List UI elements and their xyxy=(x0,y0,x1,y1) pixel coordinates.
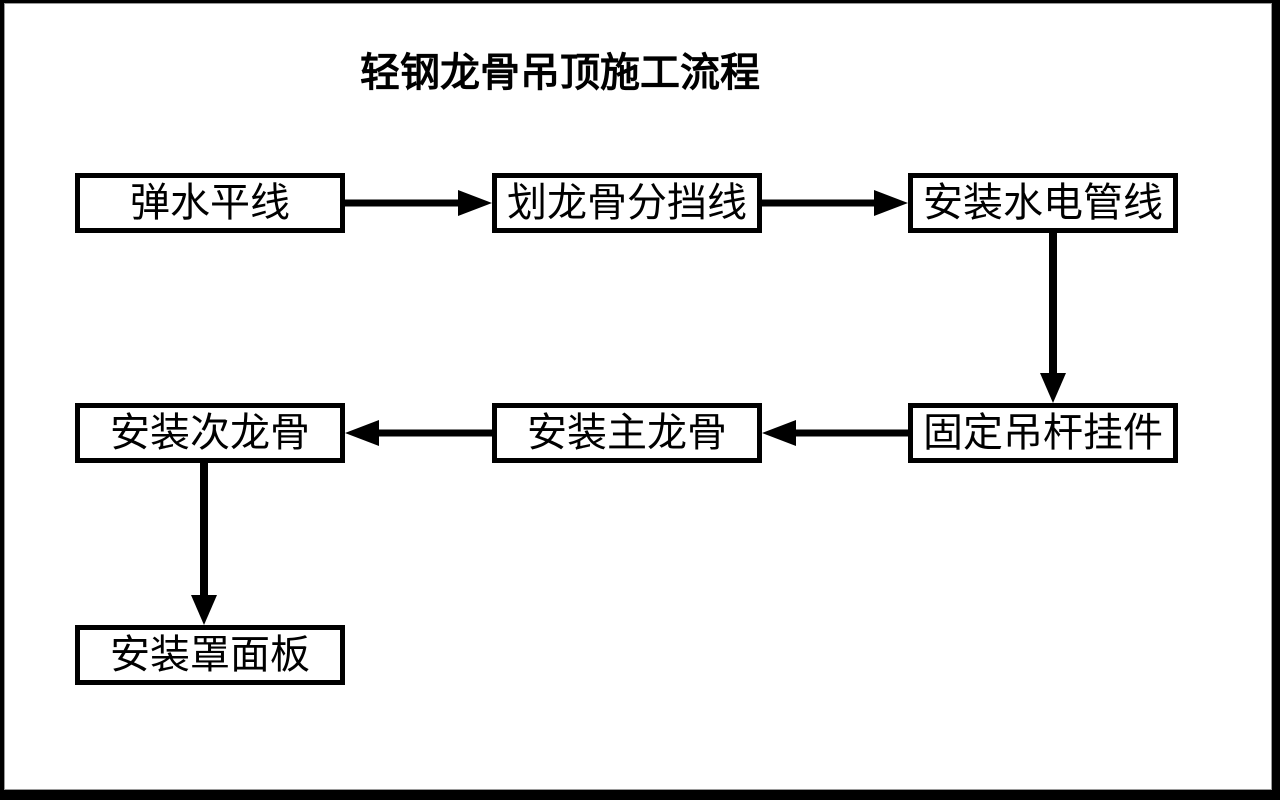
node-label: 安装主龙骨 xyxy=(527,411,727,455)
node-install-cover-panels: 安装罩面板 xyxy=(75,625,345,685)
node-install-secondary-keel: 安装次龙骨 xyxy=(75,403,345,463)
node-label: 安装次龙骨 xyxy=(110,411,310,455)
node-label: 安装水电管线 xyxy=(923,181,1163,225)
node-label: 弹水平线 xyxy=(130,181,290,225)
node-mark-keel-grid-lines: 划龙骨分挡线 xyxy=(492,173,762,233)
node-snap-level-line: 弹水平线 xyxy=(75,173,345,233)
node-install-main-keel: 安装主龙骨 xyxy=(492,403,762,463)
node-install-plumbing-electrical: 安装水电管线 xyxy=(908,173,1178,233)
node-label: 划龙骨分挡线 xyxy=(507,181,747,225)
diagram-title: 轻钢龙骨吊顶施工流程 xyxy=(360,51,760,95)
node-fix-hanger-rods: 固定吊杆挂件 xyxy=(908,403,1178,463)
node-label: 安装罩面板 xyxy=(110,633,310,677)
node-label: 固定吊杆挂件 xyxy=(923,411,1163,455)
